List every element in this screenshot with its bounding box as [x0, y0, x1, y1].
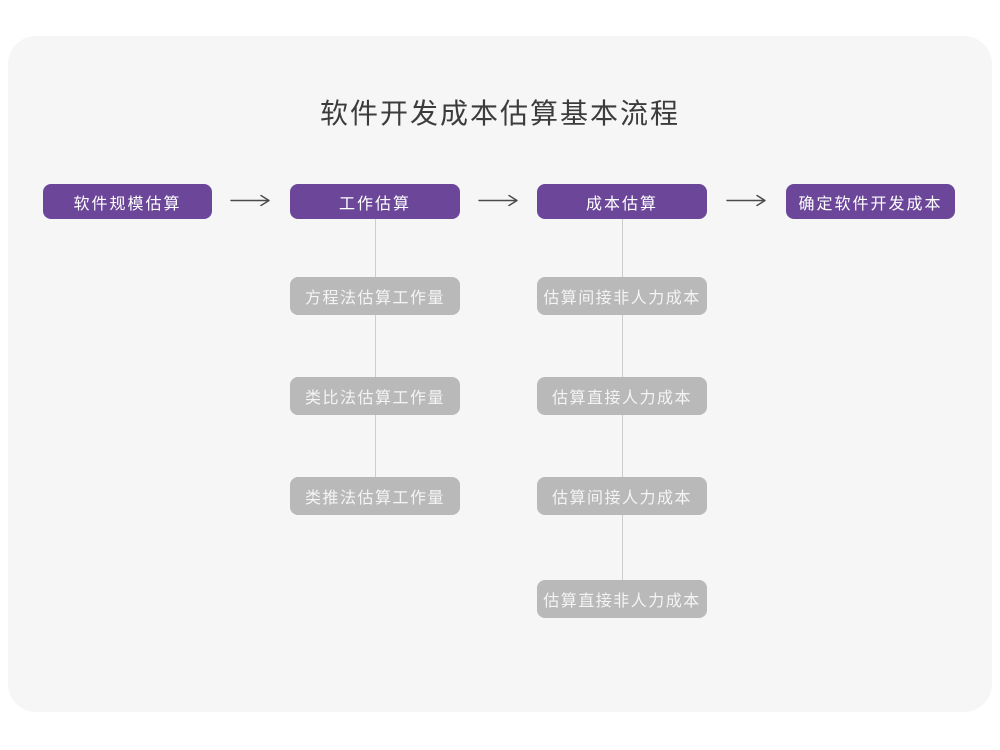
work-method-equation: 方程法估算工作量 [290, 277, 460, 315]
sub-node-label: 估算间接非人力成本 [543, 290, 701, 307]
sub-node-label: 估算间接人力成本 [551, 490, 692, 507]
flow-step-label: 工作估算 [338, 195, 411, 213]
right-arrow-icon [230, 194, 270, 207]
cost-item-direct-nonlabor: 估算直接非人力成本 [537, 580, 707, 618]
flow-step-label: 成本估算 [585, 195, 658, 213]
right-arrow-icon [478, 194, 518, 207]
sub-node-label: 类比法估算工作量 [304, 390, 445, 407]
sub-node-label: 估算直接非人力成本 [543, 593, 701, 610]
flow-step-work-estimation: 工作估算 [290, 184, 460, 219]
work-method-extrapolation: 类推法估算工作量 [290, 477, 460, 515]
cost-item-indirect-labor: 估算间接人力成本 [537, 477, 707, 515]
cost-item-indirect-nonlabor: 估算间接非人力成本 [537, 277, 707, 315]
flow-step-label: 确定软件开发成本 [798, 195, 943, 213]
flow-step-label: 软件规模估算 [73, 195, 182, 213]
sub-node-label: 估算直接人力成本 [551, 390, 692, 407]
cost-item-direct-labor: 估算直接人力成本 [537, 377, 707, 415]
right-arrow-icon [726, 194, 766, 207]
flow-step-cost-estimation: 成本估算 [537, 184, 707, 219]
sub-node-label: 类推法估算工作量 [304, 490, 445, 507]
canvas-card [8, 36, 992, 712]
flow-step-determine-development-cost: 确定软件开发成本 [786, 184, 955, 219]
sub-node-label: 方程法估算工作量 [304, 290, 445, 307]
connector-line-work-column [375, 219, 376, 497]
flow-step-software-scale-estimation: 软件规模估算 [43, 184, 212, 219]
work-method-analogy: 类比法估算工作量 [290, 377, 460, 415]
diagram-title: 软件开发成本估算基本流程 [319, 98, 680, 129]
